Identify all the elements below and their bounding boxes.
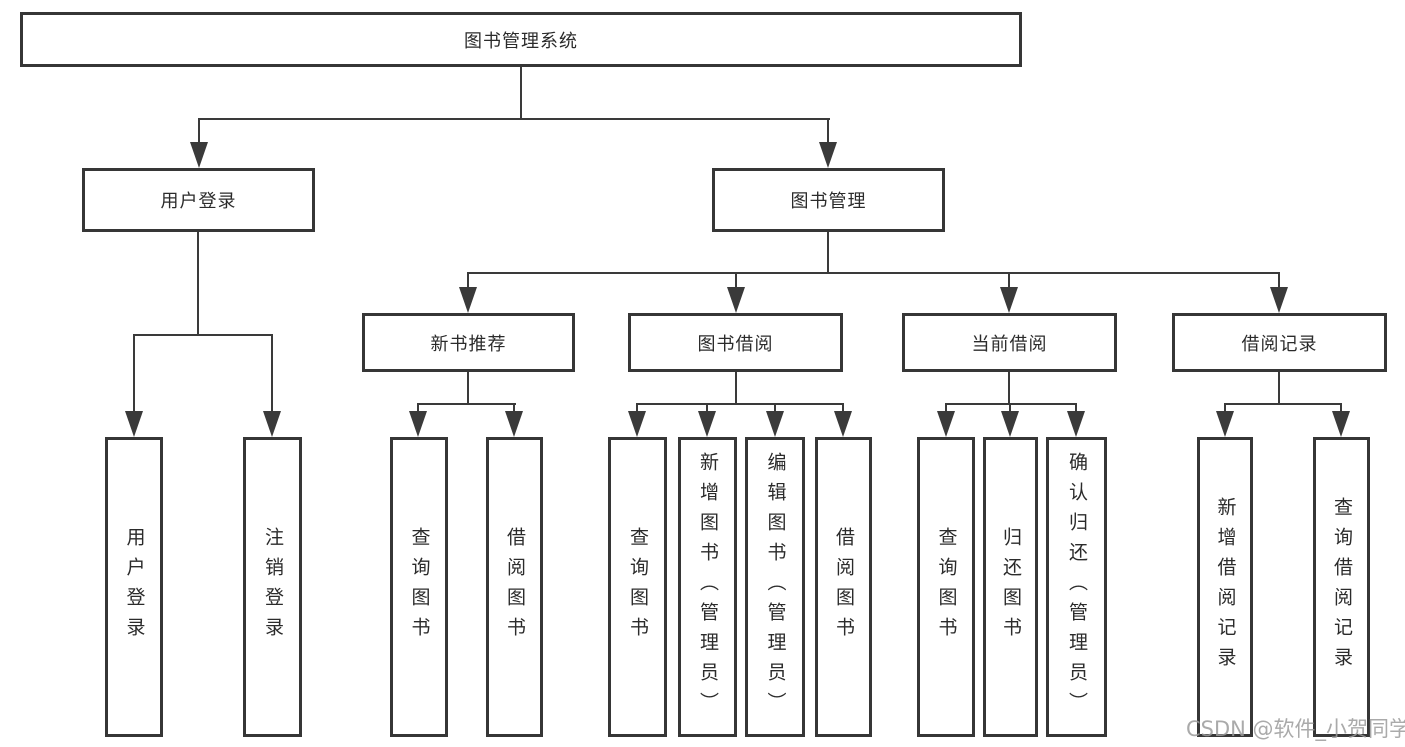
edge-to-cur-confirm [1075,403,1077,413]
leaf-borrow-books: 借阅图书 [815,437,872,737]
node-book-management: 图书管理 [712,168,945,232]
edge-book-borrow-stem [735,372,737,405]
leaf-query-borrow-record: 查询借阅记录 [1313,437,1370,737]
leaf-add-borrow-record-label: 新增借阅记录 [1214,497,1237,677]
arrowhead-rec-add [1216,411,1234,437]
edge-root-branch [198,118,830,120]
node-root-label: 图书管理系统 [464,30,578,52]
leaf-borrow-query-books-label: 查询图书 [627,527,649,647]
edge-to-new-book-recommend [467,272,469,289]
edge-to-book-management [827,118,829,144]
edge-to-leaf-logout [271,334,273,413]
edge-to-bb-query [636,403,638,413]
leaf-user-login-label: 用户登录 [123,527,146,647]
csdn-watermark: CSDN @软件_小贺同学 [1186,717,1405,741]
edge-current-branch [945,403,1077,405]
node-root: 图书管理系统 [20,12,1022,67]
edge-to-cur-query [945,403,947,413]
arrowhead-cur-confirm [1067,411,1085,437]
edge-book-management-stem [827,232,829,274]
edge-to-recommend-query [417,403,419,413]
leaf-recommend-borrow-books: 借阅图书 [486,437,543,737]
node-borrow-records: 借阅记录 [1172,313,1387,372]
arrowhead-cur-query [937,411,955,437]
leaf-recommend-borrow-books-label: 借阅图书 [504,527,526,647]
leaf-edit-books-admin-label: 编辑图书（管理员） [764,452,787,722]
arrowhead-leaf-logout [263,411,281,437]
leaf-add-books-admin: 新增图书（管理员） [678,437,737,737]
leaf-user-login: 用户登录 [105,437,163,737]
arrowhead-bb-edit [766,411,784,437]
leaf-return-books-label: 归还图书 [1000,527,1022,647]
edge-recommend-stem [467,372,469,405]
edge-root-stem [520,67,522,119]
edge-user-login-stem [197,232,199,336]
edge-to-borrow-records [1278,272,1280,289]
arrowhead-book-management [819,142,837,168]
edge-to-bb-add [706,403,708,413]
edge-to-rec-query [1340,403,1342,413]
leaf-edit-books-admin: 编辑图书（管理员） [745,437,805,737]
arrowhead-bb-add [698,411,716,437]
edge-records-stem [1278,372,1280,405]
node-user-login-label: 用户登录 [160,191,237,212]
arrowhead-recommend-query [409,411,427,437]
edge-to-leaf-user-login [133,334,135,413]
arrowhead-rec-query [1332,411,1350,437]
edge-to-current-borrow [1008,272,1010,289]
leaf-current-query-books: 查询图书 [917,437,975,737]
leaf-recommend-query-books: 查询图书 [390,437,448,737]
node-borrow-records-label: 借阅记录 [1241,333,1318,355]
node-new-book-recommend: 新书推荐 [362,313,575,372]
arrowhead-cur-return [1001,411,1019,437]
leaf-logout-label: 注销登录 [262,527,284,647]
leaf-return-books: 归还图书 [983,437,1038,737]
arrowhead-bb-query [628,411,646,437]
leaf-add-borrow-record: 新增借阅记录 [1197,437,1253,737]
arrowhead-new-book-recommend [459,287,477,313]
edge-to-bb-borrow [842,403,844,413]
leaf-add-books-admin-label: 新增图书（管理员） [697,452,719,722]
edge-to-rec-add [1224,403,1226,413]
arrowhead-bb-borrow [834,411,852,437]
leaf-borrow-query-books: 查询图书 [608,437,667,737]
node-book-management-label: 图书管理 [790,191,867,212]
edge-book-management-branch [467,272,1280,274]
leaf-confirm-return-admin-label: 确认归还（管理员） [1066,452,1088,722]
arrowhead-recommend-borrow [505,411,523,437]
node-user-login: 用户登录 [82,168,315,232]
node-book-borrow-label: 图书借阅 [697,333,774,355]
node-current-borrow-label: 当前借阅 [971,333,1048,355]
node-book-borrow: 图书借阅 [628,313,843,372]
edge-book-borrow-branch [636,403,843,405]
leaf-recommend-query-books-label: 查询图书 [408,527,431,647]
arrowhead-leaf-user-login [125,411,143,437]
arrowhead-borrow-records [1270,287,1288,313]
arrowhead-book-borrow [727,287,745,313]
edge-to-bb-edit [774,403,776,413]
edge-user-login-branch [133,334,273,336]
leaf-confirm-return-admin: 确认归还（管理员） [1046,437,1107,737]
node-current-borrow: 当前借阅 [902,313,1117,372]
leaf-query-borrow-record-label: 查询借阅记录 [1331,497,1353,677]
leaf-current-query-books-label: 查询图书 [935,527,958,647]
node-new-book-recommend-label: 新书推荐 [430,333,507,355]
edge-to-recommend-borrow [513,403,515,413]
edge-to-user-login [198,118,200,144]
edge-to-cur-return [1009,403,1011,413]
arrowhead-user-login [190,142,208,168]
leaf-borrow-books-label: 借阅图书 [833,527,855,647]
edge-recommend-branch [417,403,516,405]
arrowhead-current-borrow [1000,287,1018,313]
edge-records-branch [1224,403,1342,405]
edge-current-stem [1008,372,1010,405]
leaf-logout: 注销登录 [243,437,302,737]
edge-to-book-borrow [735,272,737,289]
